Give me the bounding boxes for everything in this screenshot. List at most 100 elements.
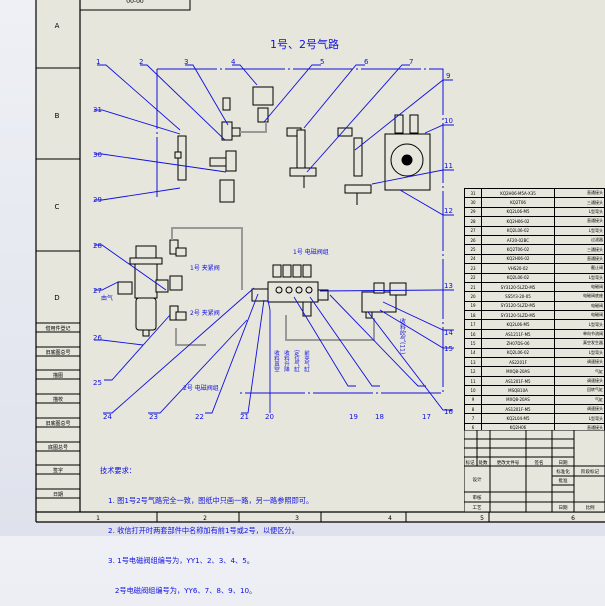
- bom-item-code: SY3120-5LZD-M5: [481, 300, 555, 312]
- mid-label: 批准: [559, 477, 568, 484]
- role-label: 工艺: [473, 505, 482, 511]
- bom-item-code: ZH07DS-06: [481, 338, 555, 349]
- bom-item-number: 20: [464, 291, 482, 302]
- circuit-boundary: [156, 68, 444, 394]
- bom-item-number: 23: [464, 263, 482, 274]
- bom-item-code: KQ2T06: [481, 197, 555, 208]
- rev-label: 更改文件号: [497, 459, 520, 466]
- bom-item-code: AS2201F: [481, 357, 555, 368]
- bom-item-name: 电磁阀底座: [554, 291, 605, 302]
- bom-item-number: 7: [464, 413, 482, 424]
- bom-item-name: 回转气缸: [554, 385, 605, 396]
- bom-item-name: 直通接头: [554, 216, 605, 227]
- bom-item-code: KQ2H06-02: [481, 216, 555, 227]
- zone-row-b: B: [55, 112, 60, 120]
- bom-item-name: 气缸: [554, 394, 605, 406]
- strip-label: 旧底图总号: [45, 349, 70, 356]
- bom-item-number: 17: [464, 319, 482, 330]
- zone-col-separators: [156, 512, 490, 522]
- balloon-9: 9: [446, 72, 450, 80]
- bom-item-name: L型弯头: [554, 319, 605, 330]
- bom-item-name: 三通接头: [554, 197, 605, 208]
- bom-item-code: SS5Y3-20-05: [481, 291, 555, 302]
- bom-item-name: L型弯头: [554, 347, 605, 359]
- strip-label: 描校: [53, 396, 63, 403]
- technical-notes: 技术要求： 1. 图1号2号气路完全一致，图纸中只画一路，另一路参照即可。 2.…: [100, 446, 313, 606]
- zone-col-2: 2: [203, 515, 207, 522]
- balloon-labels: 1 2 3 4 5 6 7 8 9 10 11 12 13 14 15 16 1…: [93, 58, 453, 421]
- rev-label: 标记: [466, 459, 475, 466]
- balloon-16: 16: [444, 408, 453, 416]
- bom-item-code: AS1201F-M5: [481, 403, 555, 415]
- valve-function: 定位气缸: [293, 349, 300, 373]
- bom-item-name: 调速接头: [554, 357, 605, 368]
- zone-col-4: 4: [388, 515, 392, 522]
- bom-item-number: 19: [464, 300, 482, 312]
- balloon-26: 26: [93, 334, 102, 342]
- top-box-label: 00-00: [126, 0, 144, 5]
- bom-item-number: 18: [464, 310, 482, 321]
- bom-item-code: KQ2L06-02: [481, 272, 555, 283]
- bom-item-number: 30: [464, 197, 482, 208]
- bom-item-code: KQ2L06-02: [481, 347, 555, 359]
- bom-item-code: KQ2L06-02: [481, 225, 555, 236]
- balloon-7: 7: [409, 58, 413, 66]
- zone-col-1: 1: [96, 515, 100, 522]
- balloon-22: 22: [195, 413, 204, 421]
- bom-item-name: L型弯头: [554, 206, 605, 218]
- blow-label: 收料吹气(11): [399, 317, 406, 354]
- solenoid-2-label: 2号 电磁阀组: [183, 384, 219, 392]
- balloon-25: 25: [93, 379, 102, 387]
- rev-label: 签名: [535, 459, 544, 466]
- bom-item-code: KQ2H06-02: [481, 253, 555, 265]
- bom-item-number: 14: [464, 347, 482, 359]
- bom-item-number: 22: [464, 272, 482, 283]
- balloon-15: 15: [444, 345, 453, 353]
- bom-item-number: 27: [464, 225, 482, 236]
- bom-item-code: KQ2T06-02: [481, 244, 555, 255]
- air-inlet-label: 由气: [101, 294, 113, 302]
- strip-label: 签字: [53, 467, 63, 474]
- bom-item-name: 直通接头: [554, 187, 605, 199]
- balloon-3: 3: [184, 58, 188, 66]
- role-label: 设计: [473, 476, 482, 483]
- rev-label: 处数: [479, 459, 488, 466]
- strip-label: 旧底图总号: [45, 420, 70, 427]
- bom-item-name: 电磁阀: [554, 310, 605, 321]
- clamp-valve-1-label: 1号 夹紧阀: [190, 264, 220, 272]
- bom-item-name: 截止阀: [554, 263, 605, 274]
- bom-item-code: SY3120-5LZD-M5: [481, 310, 555, 321]
- cylinder-2: [337, 127, 372, 205]
- bom-item-name: L型弯头: [554, 225, 605, 236]
- strip-label: 描图: [53, 372, 63, 379]
- valve-function-labels: 收料真空 收料升降 定位气缸 前夹气缸: [273, 349, 310, 374]
- top-fittings: [174, 86, 274, 203]
- bom-item-name: 电磁阀: [554, 300, 605, 312]
- bom-item-number: 21: [464, 281, 482, 293]
- balloon-10: 10: [444, 117, 453, 125]
- balloon-5: 5: [320, 58, 324, 66]
- balloon-29: 29: [93, 196, 102, 204]
- strip-label: 底图总号: [48, 444, 68, 451]
- bom-item-number: 9: [464, 394, 482, 406]
- balloon-6: 6: [364, 58, 369, 66]
- valve-function: 前夹气缸: [303, 349, 310, 373]
- solenoid-valve-manifold: [251, 264, 329, 317]
- bom-item-name: L型弯头: [554, 413, 605, 424]
- bom-item-code: KQ2L06-M5: [481, 206, 555, 218]
- valve-function: 收料真空: [273, 349, 280, 373]
- balloon-21: 21: [240, 413, 249, 421]
- bom-item-name: 单向节流阀: [554, 328, 605, 340]
